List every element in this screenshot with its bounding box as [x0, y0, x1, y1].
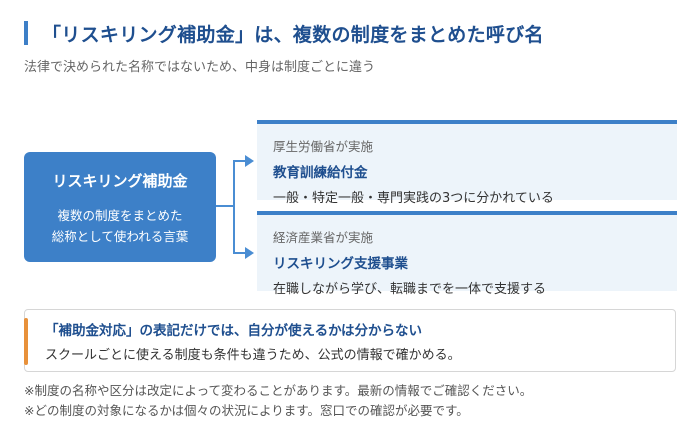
program-ministry: 経済産業省が実施 [273, 230, 374, 245]
page-title: 「リスキリング補助金」は、複数の制度をまとめた呼び名 [42, 23, 544, 46]
umbrella-term-desc-line-1: 複数の制度をまとめた [57, 208, 183, 223]
connector-horizontal-main [216, 205, 234, 207]
note-text: スクールごとに使える制度も条件も違うため、公式の情報で確かめる。 [45, 348, 461, 363]
program-name: 教育訓練給付金 [273, 165, 368, 181]
umbrella-term-title: リスキリング補助金 [52, 172, 188, 190]
arrow-right-icon [245, 155, 254, 167]
connector-branch-bottom [233, 252, 247, 254]
program-description: 一般・特定一般・専門実践の3つに分かれている [273, 191, 554, 206]
arrow-right-icon [245, 247, 254, 259]
program-description: 在職しながら学び、転職までを一体で支援する [273, 282, 547, 297]
note-accent-bar [24, 318, 28, 365]
footnote: ※どの制度の対象になるかは個々の状況によります。窓口での確認が必要です。 [24, 403, 469, 418]
note-title: 「補助金対応」の表記だけでは、自分が使えるかは分からない [45, 323, 423, 339]
title-row: 「リスキリング補助金」は、複数の制度をまとめた呼び名 [24, 20, 544, 46]
program-ministry: 厚生労働省が実施 [273, 139, 374, 154]
page-subtitle: 法律で決められた名称ではないため、中身は制度ごとに違う [24, 60, 376, 75]
title-accent-bar [24, 21, 28, 45]
umbrella-term-desc-line-2: 総称として使われる言葉 [51, 229, 189, 244]
caution-note: 「補助金対応」の表記だけでは、自分が使えるかは分からない スクールごとに使える制… [24, 309, 676, 372]
umbrella-term-box: リスキリング補助金 複数の制度をまとめた 総称として使われる言葉 [24, 152, 216, 262]
program-name: リスキリング支援事業 [273, 256, 408, 272]
program-card-mhlw: 厚生労働省が実施 教育訓練給付金 一般・特定一般・専門実践の3つに分かれている [257, 120, 677, 206]
umbrella-term-description: 複数の制度をまとめた 総称として使われる言葉 [24, 205, 216, 247]
footnotes: ※制度の名称や区分は改定によって変わることがあります。最新の情報でご確認ください… [24, 381, 532, 421]
connector-branch-top [233, 160, 247, 162]
connector-vertical [233, 160, 235, 254]
footnote: ※制度の名称や区分は改定によって変わることがあります。最新の情報でご確認ください… [24, 383, 533, 398]
program-card-meti: 経済産業省が実施 リスキリング支援事業 在職しながら学び、転職までを一体で支援す… [257, 211, 677, 297]
